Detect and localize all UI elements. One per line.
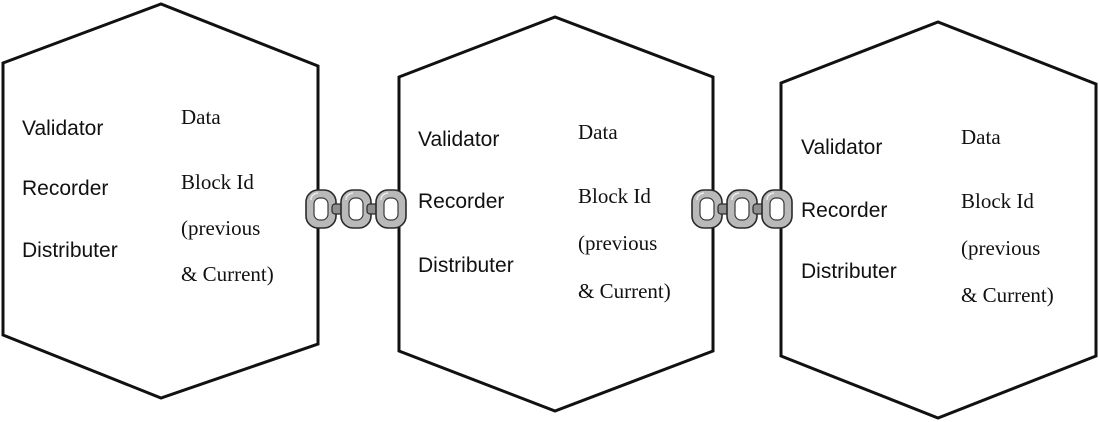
- block-2-recorder-label: Recorder: [418, 190, 504, 213]
- block-3-hexagon: [779, 20, 1098, 420]
- block-1-block-id-label: Block Id: [181, 170, 254, 194]
- block-3-validator-label: Validator: [801, 136, 882, 159]
- block-1-distributer-label: Distributer: [22, 239, 118, 262]
- block-1-hexagon: [1, 2, 320, 400]
- block-2-block-id-label: Block Id: [578, 184, 651, 208]
- block-3-current-label: & Current): [961, 283, 1054, 307]
- block-3-block-id-label: Block Id: [961, 189, 1034, 213]
- block-2-current-label: & Current): [578, 279, 671, 303]
- block-1-validator-label: Validator: [22, 117, 103, 140]
- chain-icon: [691, 189, 793, 229]
- block-3-data-label: Data: [961, 125, 1001, 149]
- chain-link: [305, 189, 337, 229]
- chain-icon: [305, 189, 407, 229]
- chain-link: [691, 189, 723, 229]
- block-2-distributer-label: Distributer: [418, 254, 514, 277]
- block-1-data-label: Data: [181, 105, 221, 129]
- block-1-current-label: & Current): [181, 262, 274, 286]
- block-3: Validator Recorder Distributer Data Bloc…: [779, 20, 1098, 420]
- block-3-previous-label: (previous: [961, 236, 1040, 260]
- block-2-data-label: Data: [578, 120, 618, 144]
- block-2-validator-label: Validator: [418, 128, 499, 151]
- block-2: Validator Recorder Distributer Data Bloc…: [397, 15, 715, 413]
- chain-link: [375, 189, 407, 229]
- block-1-previous-label: (previous: [181, 216, 260, 240]
- block-1: Validator Recorder Distributer Data Bloc…: [1, 2, 320, 400]
- block-1-recorder-label: Recorder: [22, 177, 108, 200]
- block-3-distributer-label: Distributer: [801, 260, 897, 283]
- block-3-recorder-label: Recorder: [801, 199, 887, 222]
- block-2-previous-label: (previous: [578, 231, 657, 255]
- block-2-hexagon: [397, 15, 715, 413]
- chain-link: [761, 189, 793, 229]
